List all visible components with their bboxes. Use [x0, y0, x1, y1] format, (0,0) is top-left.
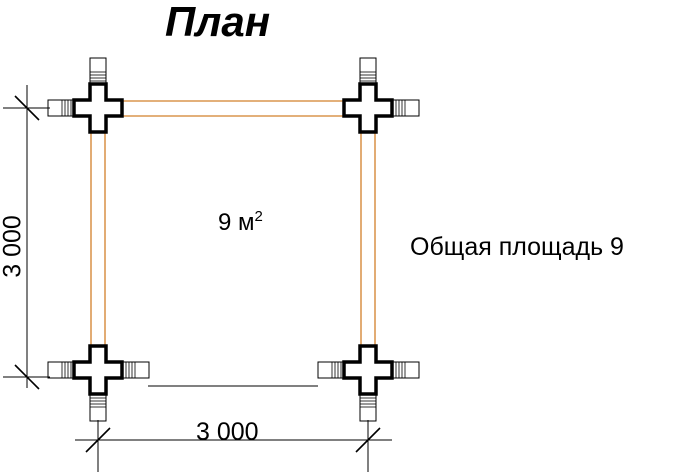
total-area-label: Общая площадь 9: [410, 233, 624, 261]
corner-bottom-right-log-end: [317, 361, 345, 379]
height-dimension: 3 000: [0, 215, 27, 278]
corner-bottom-left: [72, 344, 124, 396]
corner-top-left-log-end: [47, 99, 75, 117]
width-dimension: 3 000: [196, 418, 259, 446]
dimension-tick: [14, 95, 40, 121]
dimension-tick: [14, 364, 40, 390]
corner-top-right: [342, 82, 394, 134]
corner-bottom-right-log-end: [359, 394, 377, 422]
corner-top-right-log-end: [392, 99, 420, 117]
corner-top-right-log-end: [359, 57, 377, 85]
corner-top-left-log-end: [89, 57, 107, 85]
corner-top-left: [72, 82, 124, 134]
corner-bottom-right-log-end: [392, 361, 420, 379]
corner-bottom-left-log-end: [89, 394, 107, 422]
corner-bottom-right: [342, 344, 394, 396]
corner-bottom-left-log-end: [47, 361, 75, 379]
room-area-label: 9 м2: [218, 208, 263, 237]
dimension-tick: [355, 427, 381, 453]
corner-bottom-left-log-end: [122, 361, 150, 379]
plan-title: План: [165, 0, 271, 45]
dimension-tick: [85, 427, 111, 453]
room-area-value: 9 м: [218, 209, 255, 236]
room-area-unit-sup: 2: [254, 208, 263, 225]
